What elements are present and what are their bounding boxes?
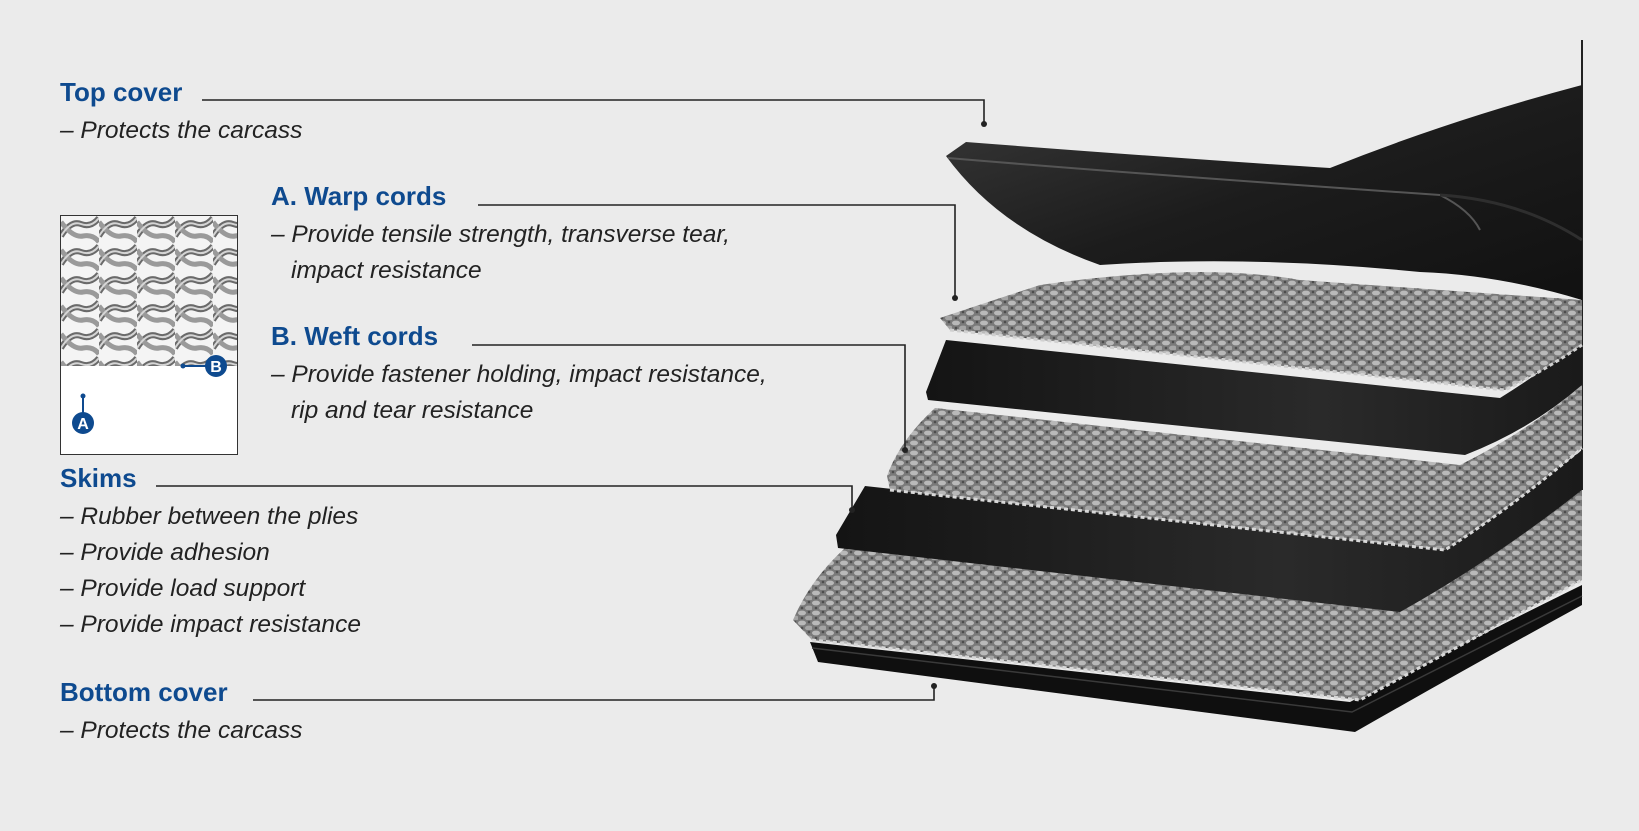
description-line: – Protects the carcass <box>60 717 303 744</box>
description-line: – Rubber between the plies <box>60 503 359 530</box>
bottom-cover-title: Bottom cover <box>60 677 228 707</box>
top-cover-leader <box>202 99 985 124</box>
description-line: – Provide load support <box>60 575 306 602</box>
weft-cords-title: B. Weft cords <box>271 321 439 351</box>
marker-b-label: B <box>210 359 222 376</box>
top-cover-title: Top cover <box>60 77 183 107</box>
description-line: – Provide fastener holding, impact resis… <box>271 361 767 388</box>
marker-a-badge <box>72 412 94 434</box>
warp-cords-leader <box>478 204 956 298</box>
warp-cords-description: – Provide tensile strength, transverse t… <box>271 217 730 289</box>
description-line: rip and tear resistance <box>291 397 534 424</box>
bottom-cover-description: – Protects the carcass <box>60 713 302 749</box>
skim-layer-upper <box>926 340 1582 455</box>
bottom-cover-leader <box>253 686 935 701</box>
description-line: – Provide tensile strength, transverse t… <box>271 221 730 248</box>
description-line: – Protects the carcass <box>60 117 303 144</box>
warp-cords-title: A. Warp cords <box>271 181 447 211</box>
marker-b-badge <box>205 355 227 377</box>
description-line: – Provide adhesion <box>60 539 270 566</box>
description-line: – Provide impact resistance <box>60 611 361 638</box>
description-line: impact resistance <box>291 257 482 284</box>
top-fabric-ply <box>940 272 1582 390</box>
skims-description: – Rubber between the plies – Provide adh… <box>60 499 361 643</box>
top-cover-layer <box>946 85 1582 300</box>
weft-cords-description: – Provide fastener holding, impact resis… <box>271 357 767 429</box>
marker-a-label: A <box>77 416 89 433</box>
skim-layer-lower <box>836 450 1582 612</box>
weft-cords-leader <box>472 344 906 450</box>
skims-title: Skims <box>60 463 137 493</box>
top-cover-description: – Protects the carcass <box>60 113 302 149</box>
middle-fabric-ply <box>887 385 1582 550</box>
bottom-cover-layer <box>810 585 1582 732</box>
weave-closeup-inset: A B <box>60 215 238 455</box>
skims-leader <box>156 485 853 510</box>
bottom-fabric-ply <box>793 490 1582 700</box>
